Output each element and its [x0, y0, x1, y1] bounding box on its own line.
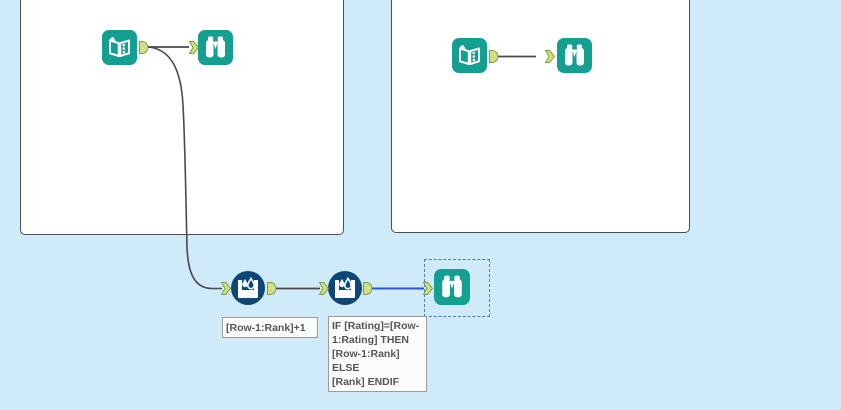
- browse-icon: [557, 38, 592, 73]
- browse-tool-3-selected[interactable]: [434, 269, 470, 305]
- annotation-line: 1:Rating] THEN: [332, 334, 409, 346]
- input-data-tool-1[interactable]: [102, 30, 137, 65]
- output-anchor-icon: [267, 282, 276, 295]
- browse-icon: [434, 269, 470, 305]
- annotation-line: [Rank] ENDIF: [332, 376, 400, 388]
- multi-row-formula-tool-2[interactable]: [328, 271, 362, 305]
- input-data-icon: [102, 30, 137, 65]
- browse2-input-anchor[interactable]: [545, 50, 555, 63]
- annotation-multirowformula1[interactable]: [Row-1:Rank]+1: [222, 317, 318, 338]
- connection-input1-multirowformula1[interactable]: [147, 46, 222, 290]
- input2-output-anchor[interactable]: [489, 50, 498, 63]
- input1-output-anchor[interactable]: [139, 41, 148, 54]
- input-anchor-arrow-icon: [221, 282, 231, 295]
- browse-tool-1[interactable]: [198, 30, 233, 65]
- input-data-tool-2[interactable]: [452, 38, 487, 73]
- multi-row-formula-tool-1[interactable]: [231, 271, 265, 305]
- output-anchor-icon: [489, 50, 498, 63]
- browse1-input-anchor[interactable]: [189, 41, 199, 54]
- output-anchor-icon: [139, 41, 148, 54]
- multirowformula2-input-anchor[interactable]: [319, 282, 329, 295]
- multirowformula1-input-anchor[interactable]: [221, 282, 231, 295]
- tool-container-2[interactable]: [391, 0, 690, 233]
- multirowformula1-output-anchor[interactable]: [267, 282, 276, 295]
- output-anchor-icon: [363, 282, 372, 295]
- multi-row-formula-icon: [231, 271, 265, 305]
- annotation-line: IF [Rating]=[Row-: [332, 320, 420, 332]
- browse-icon: [198, 30, 233, 65]
- input-anchor-arrow-icon: [423, 282, 433, 295]
- browse-tool-2[interactable]: [557, 38, 592, 73]
- selection-rectangle: [424, 259, 490, 317]
- annotation-multirowformula2[interactable]: IF [Rating]=[Row- 1:Rating] THEN [Row-1:…: [328, 316, 427, 392]
- tool-container-1[interactable]: [20, 0, 344, 235]
- browse3-input-anchor[interactable]: [423, 282, 433, 295]
- input-anchor-arrow-icon: [319, 282, 329, 295]
- input-anchor-arrow-icon: [189, 41, 199, 54]
- annotation-line: [Row-1:Rank] ELSE: [332, 348, 400, 374]
- input-data-icon: [452, 38, 487, 73]
- multi-row-formula-icon: [328, 271, 362, 305]
- input-anchor-arrow-icon: [545, 50, 555, 63]
- multirowformula2-output-anchor[interactable]: [363, 282, 372, 295]
